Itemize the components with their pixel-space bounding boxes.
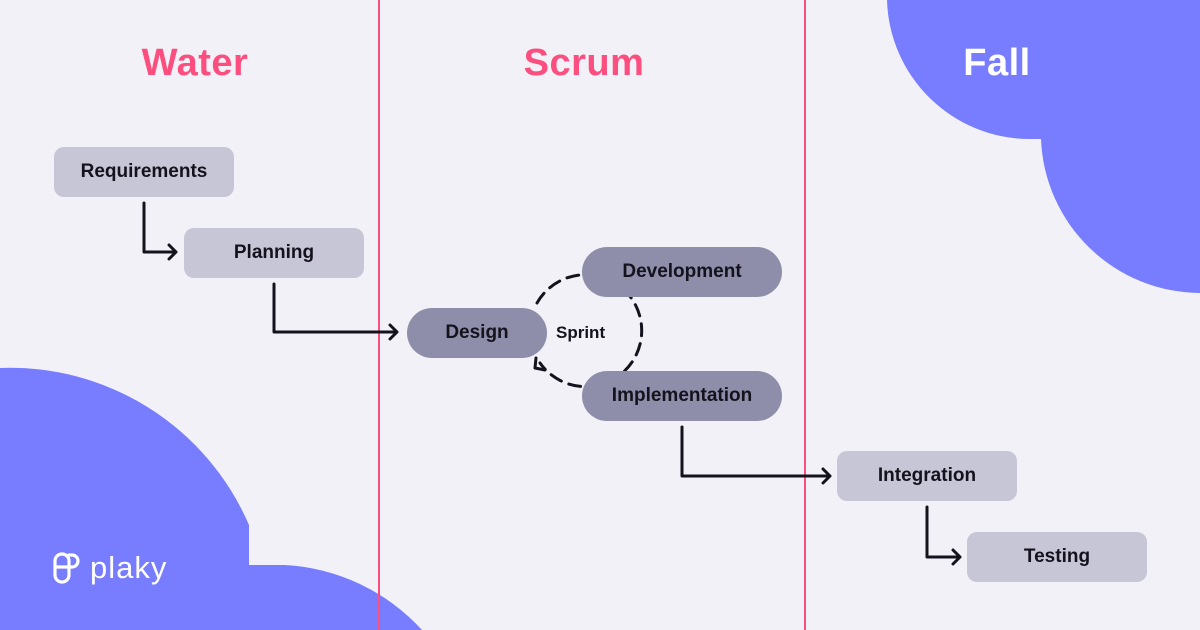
top-right-blob (887, 0, 1200, 293)
node-planning: Planning (184, 228, 364, 278)
node-requirements: Requirements (54, 147, 234, 197)
sprint-label: Sprint (556, 323, 606, 342)
arrow-implementation-integration (680, 425, 832, 485)
sprint-loop-arrowhead (533, 356, 547, 372)
plaky-logo: plaky (52, 550, 167, 586)
node-integration: Integration (837, 451, 1017, 501)
arrow-requirements-planning (142, 201, 178, 261)
column-title-water: Water (141, 42, 249, 84)
arrow-integration-testing (925, 505, 962, 566)
node-design: Design (407, 308, 547, 358)
node-development: Development (582, 247, 782, 297)
bottom-left-blob (0, 367, 422, 630)
column-title-fall: Fall (963, 42, 1031, 84)
node-testing: Testing (967, 532, 1147, 582)
column-title-scrum: Scrum (523, 42, 645, 84)
plaky-logo-text: plaky (90, 550, 168, 585)
plaky-logo-icon (53, 552, 80, 584)
node-implementation: Implementation (582, 371, 782, 421)
arrow-planning-design (272, 282, 399, 341)
sprint-loop (535, 273, 644, 389)
